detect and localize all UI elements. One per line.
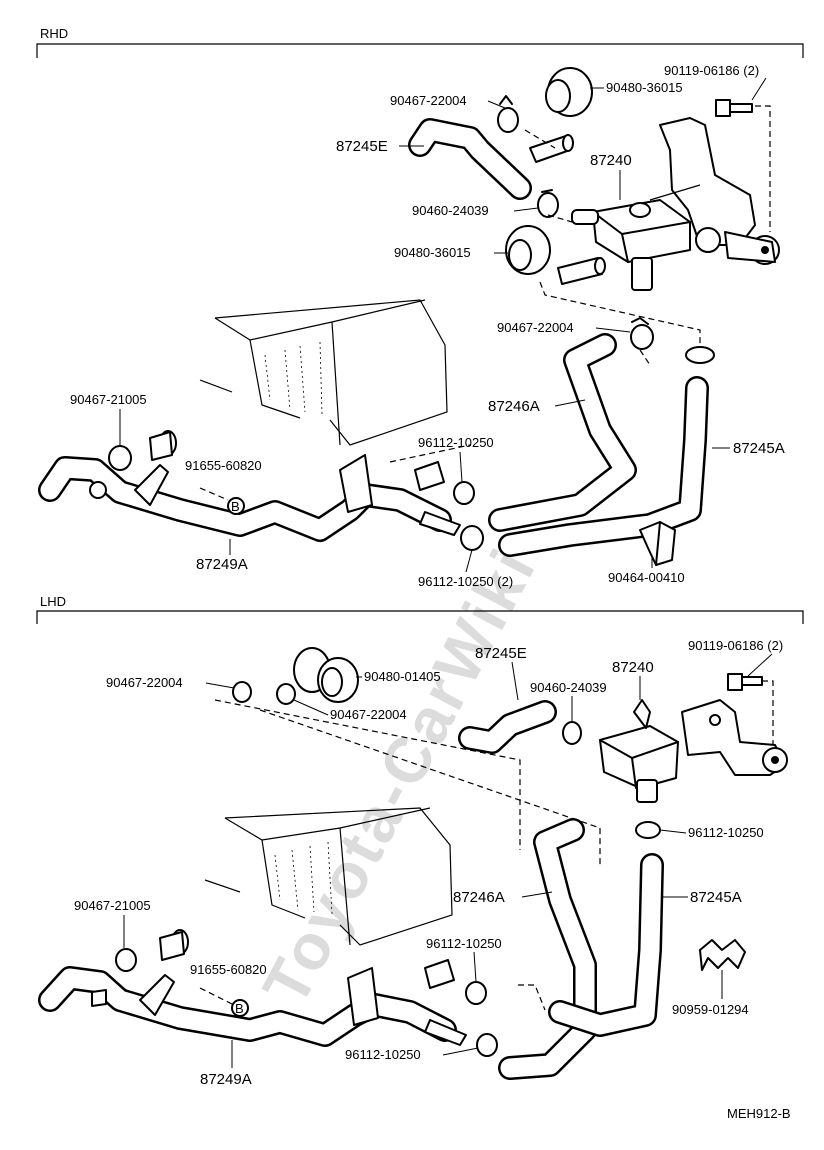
lhd-label-90467-22004-right: 90467-22004 [330,707,407,722]
rhd-label-87246A: 87246A [488,398,540,415]
watermark-text: Toyota-CarWiki [249,536,550,1017]
rhd-label-90467-21005: 90467-21005 [70,392,147,407]
lhd-label-90467-21005: 90467-21005 [74,898,151,913]
rhd-label-87245A: 87245A [733,440,785,457]
rhd-bolt-icon [715,99,753,117]
rhd-grommet-top-icon [545,67,593,117]
lhd-section-frame [36,610,804,624]
rhd-hose-bracket-icon [134,454,373,513]
lhd-clip-icon [699,939,746,971]
lhd-label-90460-24039: 90460-24039 [530,680,607,695]
rhd-protector-icon [639,521,676,566]
rhd-label-87240: 87240 [590,152,632,169]
lhd-label-90119-06186: 90119-06186 (2) [688,638,783,653]
lhd-hose-bracket-icon [139,967,379,1026]
rhd-grommet-mid-icon [505,225,551,275]
rhd-pipe-stub-mid [557,257,606,285]
lhd-label-87245E: 87245E [475,645,527,662]
rhd-label-96112-10250-lower: 96112-10250 (2) [418,574,513,589]
rhd-pipe-end-icon [149,430,461,536]
lhd-label-87246A: 87246A [453,889,505,906]
rhd-label-90467-22004-top: 90467-22004 [390,93,467,108]
lhd-label-96112-10250-lower: 96112-10250 [345,1047,421,1062]
lhd-water-valve [599,699,679,803]
drawing-code: MEH912-B [727,1106,791,1121]
lhd-label-96112-10250-mid: 96112-10250 [426,936,502,951]
lhd-label-91655-60820: 91655-60820 [190,962,267,977]
lhd-grommet-icon [293,647,359,703]
rhd-label-90480-36015-top: 90480-36015 [606,80,683,95]
lhd-section: LHD [36,594,804,1088]
rhd-bolt-marker: B [231,499,240,514]
rhd-label-90464-00410: 90464-00410 [608,570,685,585]
rhd-label-90119-06186: 90119-06186 (2) [664,63,759,78]
rhd-label-87249A: 87249A [196,556,248,573]
rhd-section: RHD [36,26,804,589]
lhd-section-label: LHD [40,594,66,609]
rhd-label-91655-60820: 91655-60820 [185,458,262,473]
rhd-label-90480-36015-mid: 90480-36015 [394,245,471,260]
rhd-pipe-stub-top [529,134,574,163]
rhd-clamp-mid-icon [630,317,654,350]
rhd-section-label: RHD [40,26,68,41]
rhd-label-96112-10250-upper: 96112-10250 [418,435,494,450]
lhd-label-87240: 87240 [612,659,654,676]
rhd-mounting-bracket [659,117,780,265]
rhd-clamp-top-icon [497,95,519,133]
rhd-clamp-90460-icon [537,189,559,218]
rhd-clamps-lower-icon [89,445,484,551]
lhd-label-96112-10250-right: 96112-10250 [688,825,764,840]
lhd-engine-block [204,807,453,946]
lhd-label-90959-01294: 90959-01294 [672,1002,749,1017]
lhd-label-87245A: 87245A [690,889,742,906]
rhd-water-valve [571,199,691,291]
lhd-bolt-icon [727,673,763,691]
lhd-clamp-90460-icon [562,721,582,745]
lhd-clamp-96112-right-icon [635,821,661,839]
lhd-bolt-marker: B [235,1001,244,1016]
rhd-section-frame [36,43,804,58]
rhd-label-90467-22004-mid: 90467-22004 [497,320,574,335]
rhd-engine-block [199,299,448,446]
lhd-pipe-end-icon [91,929,467,1046]
lhd-label-87249A: 87249A [200,1071,252,1088]
lhd-label-90480-01405: 90480-01405 [364,669,441,684]
rhd-clamp-right-icon [685,346,715,364]
rhd-label-87245E: 87245E [336,138,388,155]
lhd-clamp-right-icon [276,683,296,705]
lhd-mounting-bracket [681,699,788,776]
lhd-clamps-lower-icon [115,948,498,1057]
lhd-clamp-left-icon [232,681,252,703]
lhd-label-90467-22004-left: 90467-22004 [106,675,183,690]
rhd-label-90460-24039: 90460-24039 [412,203,489,218]
